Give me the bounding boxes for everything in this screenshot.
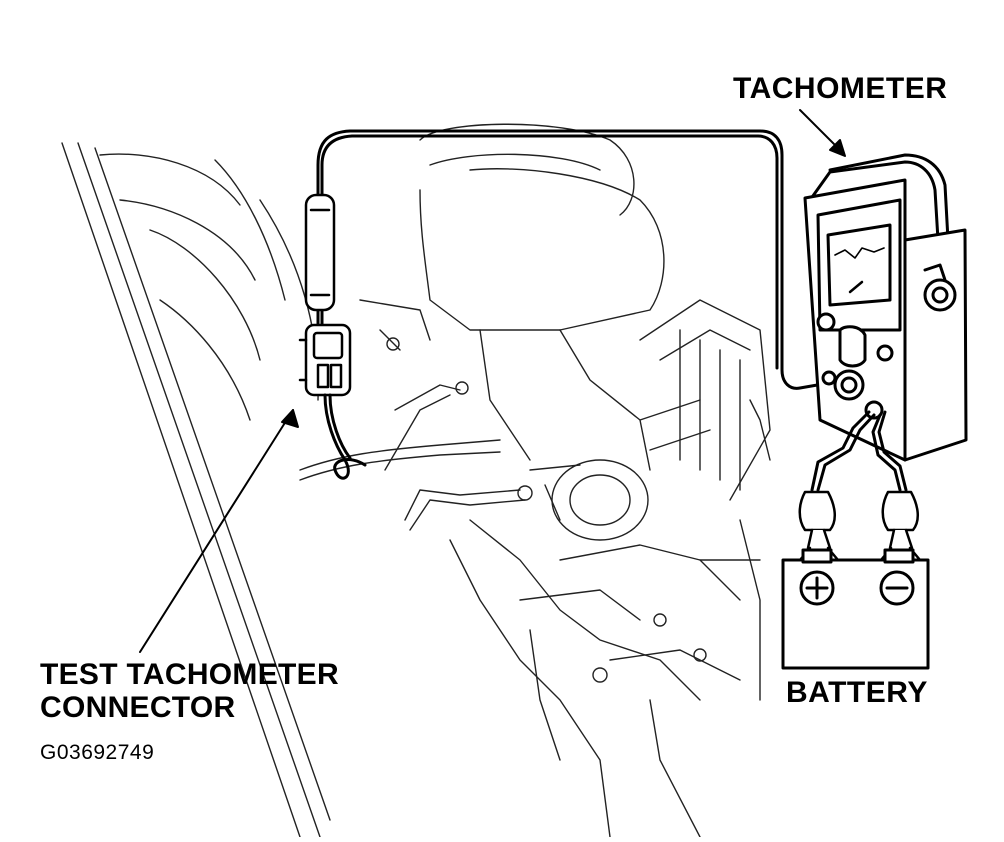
- connector-label-line1: TEST TACHOMETER: [40, 658, 339, 691]
- test-tachometer-connector-label: TEST TACHOMETER CONNECTOR: [40, 658, 339, 724]
- tachometer-label: TACHOMETER: [733, 72, 948, 105]
- battery: [781, 548, 930, 670]
- connector-leader-arrow: [139, 409, 299, 653]
- battery-leads: [810, 410, 908, 492]
- figure-code: G03692749: [40, 741, 155, 764]
- lead-boot: [304, 193, 336, 312]
- test-tachometer-connector: [298, 323, 352, 397]
- tachometer-meter: [803, 153, 968, 462]
- battery-label: BATTERY: [786, 676, 928, 709]
- engine-bay-background: [61, 123, 771, 838]
- connector-pigtail: [323, 393, 367, 480]
- connector-label-line2: CONNECTOR: [40, 691, 236, 724]
- tachometer-leader-arrow: [799, 109, 846, 157]
